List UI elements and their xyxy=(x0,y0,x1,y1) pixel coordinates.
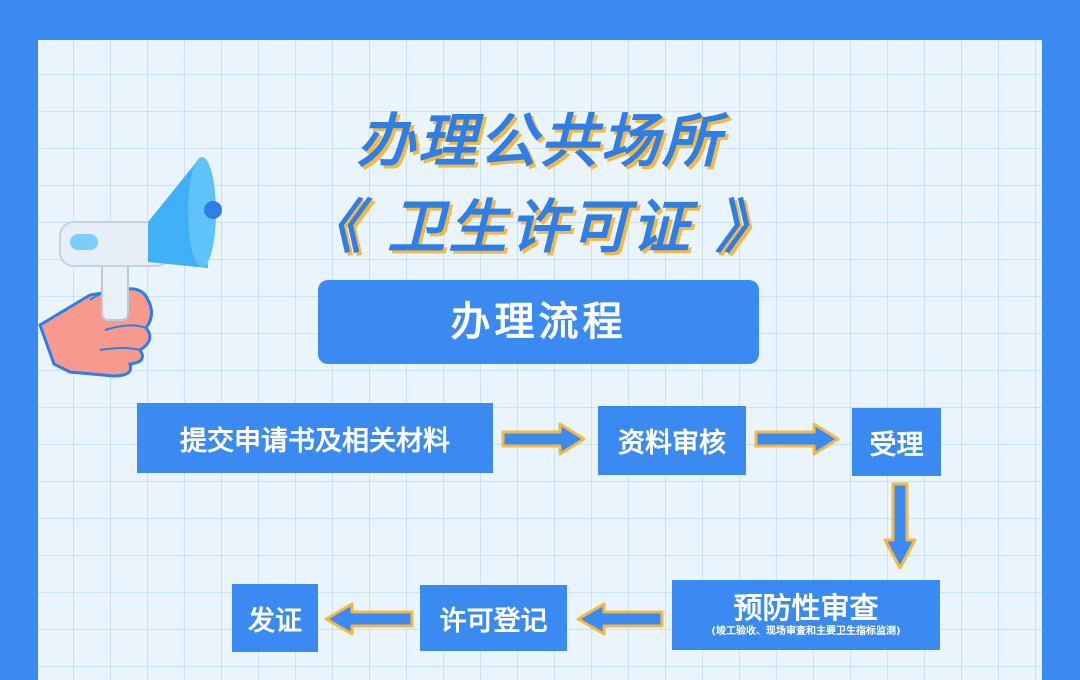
megaphone-icon xyxy=(38,157,222,378)
step-submit-label: 提交申请书及相关材料 xyxy=(180,425,450,457)
step-issue-label: 发证 xyxy=(248,605,302,637)
step-inspect-label: 预防性审查 xyxy=(733,591,879,625)
arrow-inspect-to-register xyxy=(576,602,664,636)
title-line-1: 办理公共场所 xyxy=(356,107,723,175)
step-register-label: 许可登记 xyxy=(439,605,548,637)
step-issue: 发证 xyxy=(232,584,318,652)
step-register: 许可登记 xyxy=(420,585,567,651)
step-review-label: 资料审核 xyxy=(618,428,726,459)
step-submit: 提交申请书及相关材料 xyxy=(137,403,493,473)
step-inspect: 预防性审查 (竣工验收、现场审查和主要卫生指标监测) xyxy=(672,580,940,650)
process-banner: 办理流程 xyxy=(318,280,759,364)
arrow-accept-to-inspect xyxy=(883,482,917,570)
step-review: 资料审核 xyxy=(598,406,746,475)
arrow-register-to-issue xyxy=(324,602,414,636)
step-inspect-note: (竣工验收、现场审查和主要卫生指标监测) xyxy=(711,626,901,637)
step-accept: 受理 xyxy=(852,408,941,476)
arrow-submit-to-review xyxy=(501,422,586,456)
title-line-2: 《 卫生许可证 》 xyxy=(303,193,777,261)
arrow-review-to-accept xyxy=(754,422,840,456)
step-accept-label: 受理 xyxy=(869,429,924,461)
